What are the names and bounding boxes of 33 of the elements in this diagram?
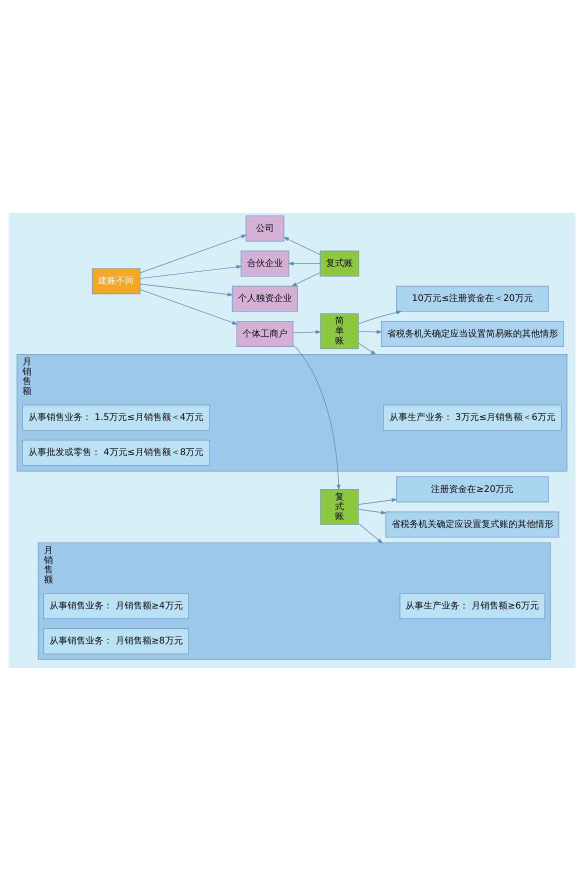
node-box: 注册资金在≥20万元: [396, 476, 549, 502]
node-box: 从事批发或零售： 4万元≤月销售额＜8万元: [22, 439, 210, 466]
node-box: 从事销售业务： 月销售额≥8万元: [43, 628, 189, 654]
node-box: 省税务机关确定应当设置简易账的其他情形: [380, 320, 564, 346]
arrow: [291, 272, 320, 286]
node-box: 10万元≤注册资金在＜20万元: [396, 285, 549, 312]
arrow: [358, 522, 384, 543]
node-box: 从事生产业务： 3万元≤月销售额＜6万元: [383, 404, 562, 430]
node-box: 省税务机关确定应设置复式账的其他情形: [386, 511, 560, 538]
arrow: [358, 310, 402, 324]
node-box: 复式账: [320, 488, 359, 524]
node-box: 复式账: [320, 250, 360, 276]
arrow: [140, 288, 238, 324]
arrow: [292, 330, 322, 334]
arrow: [283, 236, 320, 254]
node-box: 个体工商户: [236, 320, 294, 346]
node-box: 简单账: [320, 312, 359, 349]
arrow: [288, 261, 320, 266]
arrow: [140, 234, 247, 273]
arrow: [358, 498, 398, 504]
node-box: 公司: [246, 214, 284, 241]
node-box: 从事销售业务： 1.5万元≤月销售额＜4万元: [22, 404, 210, 430]
node-box: 从事销售业务： 月销售额≥4万元: [43, 592, 189, 619]
arrow: [292, 344, 341, 490]
node-box: 从事生产业务： 月销售额≥6万元: [400, 592, 546, 619]
arrow: [140, 264, 242, 278]
arrow: [358, 342, 376, 354]
node-box: 个人独资企业: [232, 285, 298, 312]
arrow: [358, 329, 382, 334]
arrow: [358, 508, 387, 514]
node-box: 合伙企业: [240, 250, 290, 276]
node-box: 建账不同: [92, 268, 140, 294]
arrow: [140, 283, 234, 296]
